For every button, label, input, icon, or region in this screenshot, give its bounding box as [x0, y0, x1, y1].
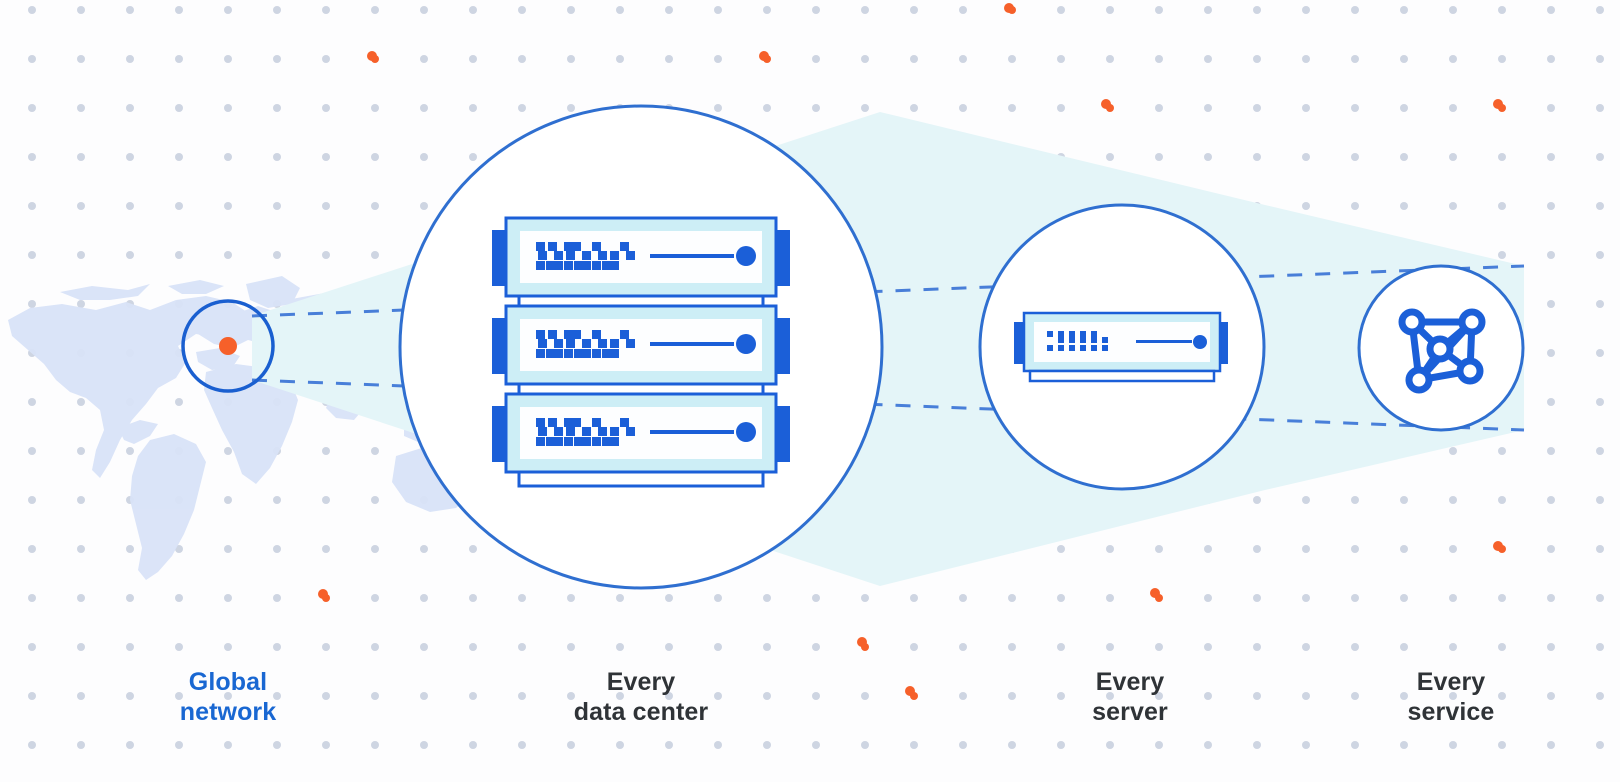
vent-dots [536, 330, 635, 358]
map-location-pin [219, 337, 237, 355]
label-service: Every service [1407, 668, 1495, 726]
vent-dots [536, 418, 635, 446]
rack-unit [492, 392, 790, 474]
label-server: Every server [1092, 668, 1168, 726]
server-rack [492, 216, 790, 488]
vent-dots [1047, 331, 1108, 351]
label-data-center: Every data center [573, 668, 709, 726]
map-zoom-ring [181, 299, 275, 393]
rack-unit [492, 216, 790, 298]
mesh-network-nodes [1398, 308, 1486, 394]
server-unit [1014, 311, 1228, 383]
rack-unit [492, 304, 790, 386]
vent-dots [536, 242, 635, 270]
label-global-network: Global network [179, 668, 277, 726]
